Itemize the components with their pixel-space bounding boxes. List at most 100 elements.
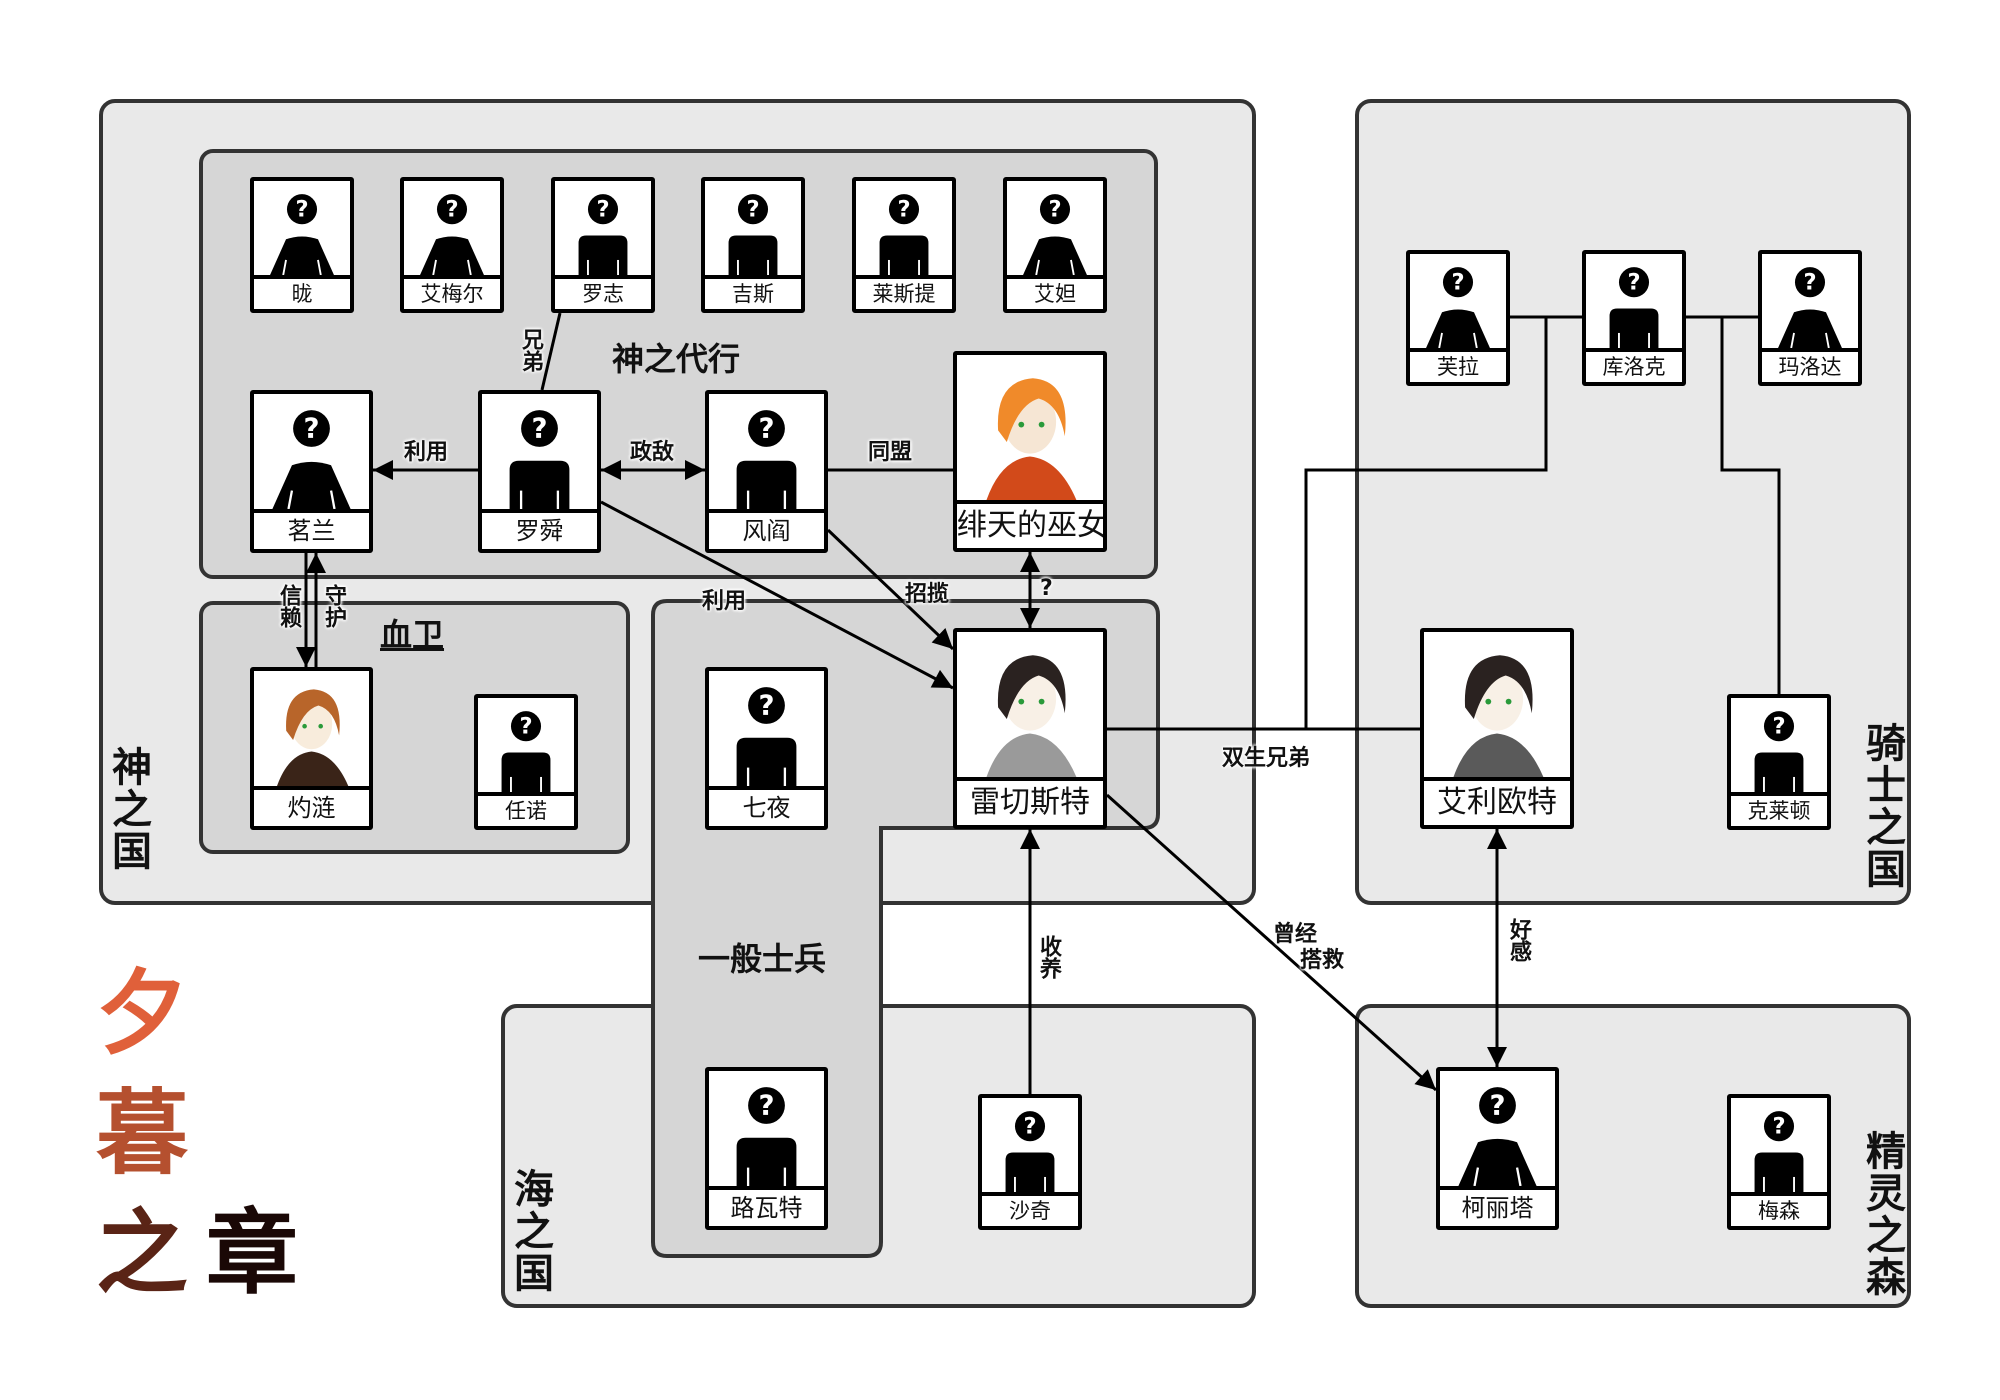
character-name: 吉斯: [705, 275, 801, 309]
character-card-qiye[interactable]: ? 七夜: [705, 667, 828, 830]
unknown-person-icon: ?: [705, 181, 801, 275]
label-once-rescued-1: 曾经: [1273, 922, 1318, 947]
character-card-luwate[interactable]: ?路瓦特: [705, 1067, 828, 1230]
character-card-kelita[interactable]: ? 柯丽塔: [1436, 1067, 1559, 1230]
character-card-luoshun[interactable]: ? 罗舜: [478, 390, 601, 553]
unknown-person-icon: ?: [1762, 254, 1858, 348]
title-char-4: 章: [206, 1199, 299, 1307]
character-name: 艾妲: [1007, 275, 1103, 309]
character-name: 柯丽塔: [1440, 1186, 1555, 1226]
character-name: 灼涟: [254, 786, 369, 826]
label-protect: 守护: [321, 584, 346, 628]
label-twins: 双生兄弟: [1222, 746, 1311, 771]
character-card-jisi[interactable]: ? 吉斯: [701, 177, 805, 313]
unknown-person-icon: ?: [982, 1098, 1078, 1192]
character-name: 艾梅尔: [404, 275, 500, 309]
character-card-luozhi[interactable]: ? 罗志: [551, 177, 655, 313]
label-sea-country: 海之国: [507, 1168, 554, 1294]
svg-text:?: ?: [897, 197, 910, 223]
character-card-fengyan[interactable]: ? 风阎: [705, 390, 828, 553]
unknown-person-icon: ?: [1731, 1098, 1827, 1192]
character-card-kelaidun[interactable]: ?克莱顿: [1727, 694, 1831, 830]
label-elf-forest: 精灵之森: [1859, 1130, 1906, 1298]
svg-text:?: ?: [746, 197, 759, 223]
svg-text:?: ?: [1023, 1114, 1036, 1140]
character-name: 芙拉: [1410, 348, 1506, 382]
character-card-minglan[interactable]: ?茗兰: [250, 390, 373, 553]
title-char-2: 暮: [96, 1079, 189, 1187]
svg-text:?: ?: [596, 197, 609, 223]
svg-text:?: ?: [759, 689, 775, 722]
character-card-aida[interactable]: ? 艾妲: [1003, 177, 1107, 313]
character-name: 库洛克: [1586, 348, 1682, 382]
character-card-leiqiesite[interactable]: 雷切斯特: [953, 628, 1107, 829]
character-name: 茗兰: [254, 509, 369, 549]
svg-text:?: ?: [759, 412, 775, 445]
unknown-person-icon: ?: [856, 181, 952, 275]
svg-text:?: ?: [532, 412, 548, 445]
character-card-kuoluoke[interactable]: ? 库洛克: [1582, 250, 1686, 386]
character-name: 绯天的巫女: [957, 500, 1103, 548]
character-card-aimeier[interactable]: ? 艾梅尔: [400, 177, 504, 313]
svg-text:?: ?: [1627, 270, 1640, 296]
character-name: 罗志: [555, 275, 651, 309]
unknown-person-icon: ?: [709, 394, 824, 509]
svg-text:?: ?: [1803, 270, 1816, 296]
unknown-person-icon: ?: [1410, 254, 1506, 348]
svg-text:?: ?: [1772, 1114, 1785, 1140]
portrait-image: [957, 355, 1103, 500]
character-card-fula[interactable]: ? 芙拉: [1406, 250, 1510, 386]
svg-text:?: ?: [1048, 197, 1061, 223]
character-card-feitian[interactable]: 绯天的巫女: [953, 351, 1107, 552]
svg-text:?: ?: [295, 197, 308, 223]
character-name: 罗舜: [482, 509, 597, 549]
label-soldiers: 一般士兵: [698, 940, 827, 978]
character-card-meisen[interactable]: ?梅森: [1727, 1094, 1831, 1230]
unknown-person-icon: ?: [254, 394, 369, 509]
label-alliance: 同盟: [868, 440, 913, 465]
label-once-rescued-2: 搭救: [1300, 948, 1345, 973]
character-card-shaqi[interactable]: ? 沙奇: [978, 1094, 1082, 1230]
label-unknown: ?: [1040, 576, 1053, 601]
character-card-laisiti[interactable]: ? 莱斯提: [852, 177, 956, 313]
unknown-person-icon: ?: [555, 181, 651, 275]
unknown-person-icon: ?: [1440, 1071, 1555, 1186]
character-card-maluoda[interactable]: ? 玛洛达: [1758, 250, 1862, 386]
portrait-image: [254, 671, 369, 786]
unknown-person-icon: ?: [709, 1071, 824, 1186]
label-god-country: 神之国: [105, 746, 152, 872]
label-brothers: 兄弟: [518, 328, 543, 372]
character-name: 路瓦特: [709, 1186, 824, 1226]
svg-text:?: ?: [1772, 714, 1785, 740]
character-name: 雷切斯特: [957, 777, 1103, 825]
unknown-person-icon: ?: [478, 698, 574, 792]
character-name: 昽: [254, 275, 350, 309]
character-name: 沙奇: [982, 1192, 1078, 1226]
label-affection: 好感: [1506, 918, 1531, 962]
svg-text:?: ?: [445, 197, 458, 223]
unknown-person-icon: ?: [709, 671, 824, 786]
character-name: 任诺: [478, 792, 574, 826]
unknown-person-icon: ?: [254, 181, 350, 275]
portrait-image: [1424, 632, 1570, 777]
svg-text:?: ?: [1451, 270, 1464, 296]
character-name: 七夜: [709, 786, 824, 826]
unknown-person-icon: ?: [1586, 254, 1682, 348]
svg-text:?: ?: [1490, 1089, 1506, 1122]
character-card-rennuo[interactable]: ? 任诺: [474, 694, 578, 830]
portrait-image: [957, 632, 1103, 777]
label-recruit: 招揽: [905, 582, 950, 607]
label-use-minglan: 利用: [404, 440, 449, 465]
label-use-leiqiesite: 利用: [702, 589, 747, 614]
character-name: 艾利欧特: [1424, 777, 1570, 825]
character-name: 莱斯提: [856, 275, 952, 309]
label-adopted: 收养: [1036, 935, 1061, 979]
character-name: 玛洛达: [1762, 348, 1858, 382]
character-card-long[interactable]: ?昽: [250, 177, 354, 313]
label-trust: 信赖: [276, 584, 301, 628]
character-name: 风阎: [709, 509, 824, 549]
svg-text:?: ?: [519, 714, 532, 740]
character-card-zhuolian[interactable]: 灼涟: [250, 667, 373, 830]
unknown-person-icon: ?: [1731, 698, 1827, 792]
character-card-aliote[interactable]: 艾利欧特: [1420, 628, 1574, 829]
